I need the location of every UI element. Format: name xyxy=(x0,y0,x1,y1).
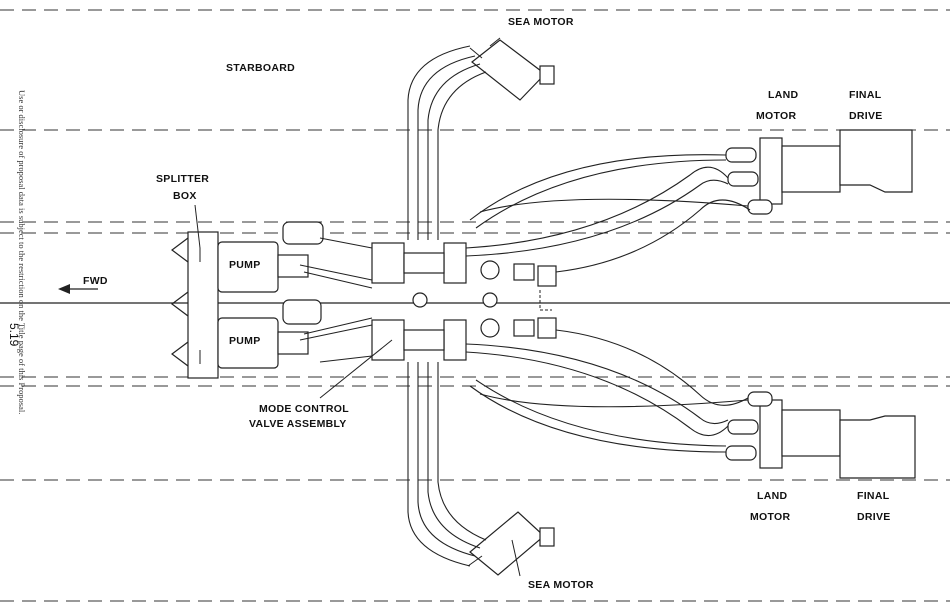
pump-bottom xyxy=(217,299,322,369)
label-final-drive-top-line1: FINAL xyxy=(849,89,882,101)
label-starboard: STARBOARD xyxy=(226,62,296,74)
leader-lines xyxy=(194,37,521,577)
hull-reference-lines xyxy=(0,9,950,602)
hydraulic-lines xyxy=(299,45,751,567)
land-motor-bottom xyxy=(725,391,841,469)
label-land-motor-bottom-line2: MOTOR xyxy=(750,511,791,523)
label-pump-bottom: PUMP xyxy=(229,335,261,347)
sea-motor-top xyxy=(469,39,555,101)
sea-motor-bottom xyxy=(467,511,555,576)
label-pump-top: PUMP xyxy=(229,259,261,271)
label-splitter-box-line2: BOX xyxy=(173,190,197,202)
final-drive-bottom xyxy=(839,415,916,479)
label-final-drive-top-line2: DRIVE xyxy=(849,110,883,122)
label-fwd: FWD xyxy=(83,275,108,287)
final-drive-top xyxy=(839,129,913,193)
label-final-drive-bottom-line2: DRIVE xyxy=(857,511,891,523)
label-mode-control-line2: VALVE ASSEMBLY xyxy=(249,418,347,430)
label-splitter-box-line1: SPLITTER xyxy=(156,173,210,185)
splitter-box xyxy=(171,231,219,379)
mode-control-valve-assembly xyxy=(371,242,557,361)
label-sea-motor-bottom: SEA MOTOR xyxy=(528,579,594,591)
fwd-arrow xyxy=(58,284,98,294)
pump-top xyxy=(217,221,324,293)
label-land-motor-top-line1: LAND xyxy=(768,89,799,101)
label-mode-control-line1: MODE CONTROL xyxy=(259,403,349,415)
proprietary-notice: Use or disclosure of proposal data is su… xyxy=(17,90,27,415)
label-land-motor-bottom-line1: LAND xyxy=(757,490,788,502)
label-sea-motor-top: SEA MOTOR xyxy=(508,16,574,28)
land-motor-top xyxy=(725,137,841,215)
label-land-motor-top-line2: MOTOR xyxy=(756,110,797,122)
label-final-drive-bottom-line1: FINAL xyxy=(857,490,890,502)
